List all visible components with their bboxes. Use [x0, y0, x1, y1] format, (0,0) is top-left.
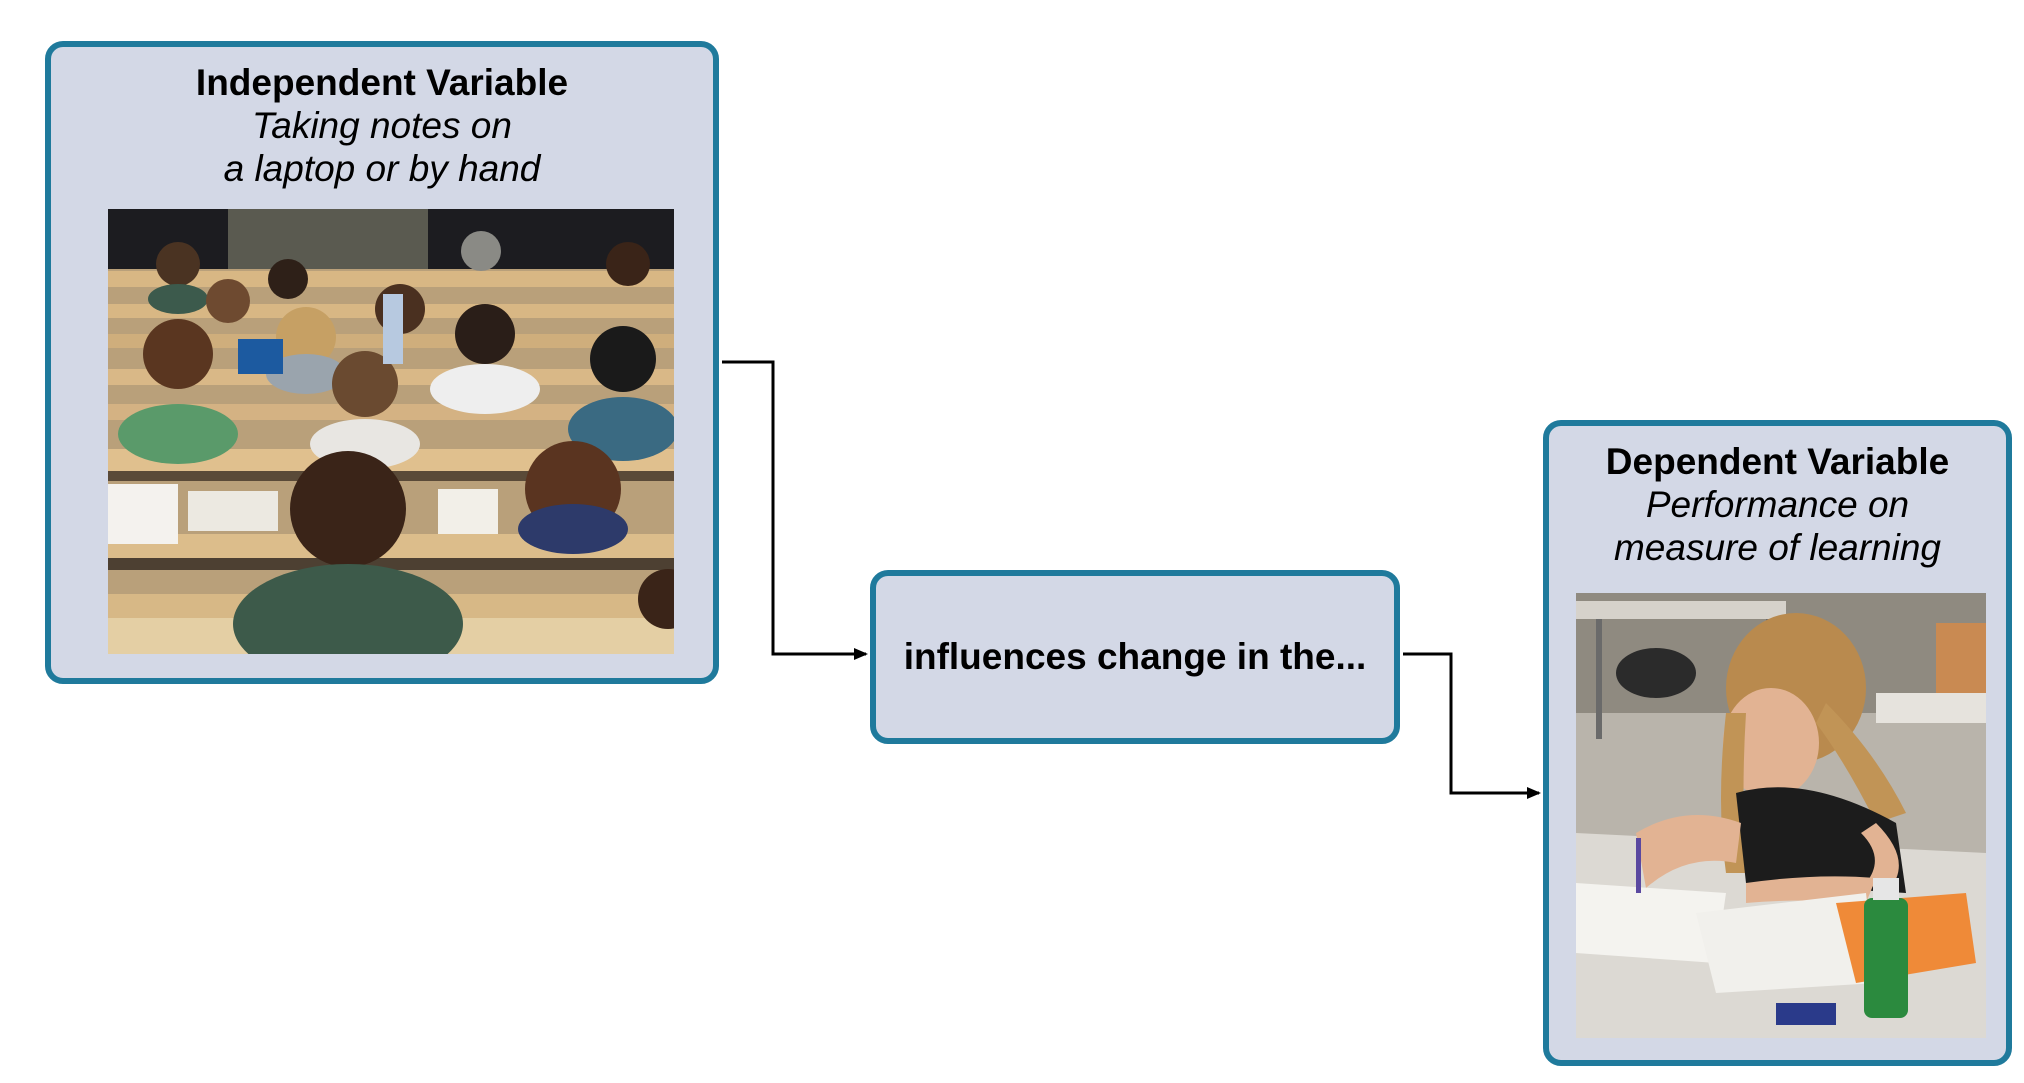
influences-change-label: influences change in the...: [903, 636, 1367, 677]
independent-variable-header: Independent Variable Taking notes on a l…: [51, 61, 713, 190]
independent-variable-line1: Taking notes on: [252, 105, 512, 146]
lecture-hall-students-photo: [108, 209, 674, 654]
dependent-variable-line2: measure of learning: [1613, 527, 1942, 568]
dependent-variable-title: Dependent Variable: [1605, 441, 1950, 482]
independent-variable-box: Independent Variable Taking notes on a l…: [45, 41, 719, 684]
dependent-variable-box: Dependent Variable Performance on measur…: [1543, 420, 2012, 1066]
arrow-middle-to-dv: [1403, 652, 1541, 799]
influences-change-box: influences change in the...: [870, 570, 1400, 744]
dependent-variable-line1: Performance on: [1645, 484, 1910, 525]
arrow-iv-to-middle: [722, 360, 868, 660]
student-writing-exam-photo: [1576, 593, 1986, 1038]
dependent-variable-header: Dependent Variable Performance on measur…: [1549, 440, 2006, 569]
independent-variable-title: Independent Variable: [195, 62, 569, 103]
independent-variable-line2: a laptop or by hand: [223, 148, 541, 189]
